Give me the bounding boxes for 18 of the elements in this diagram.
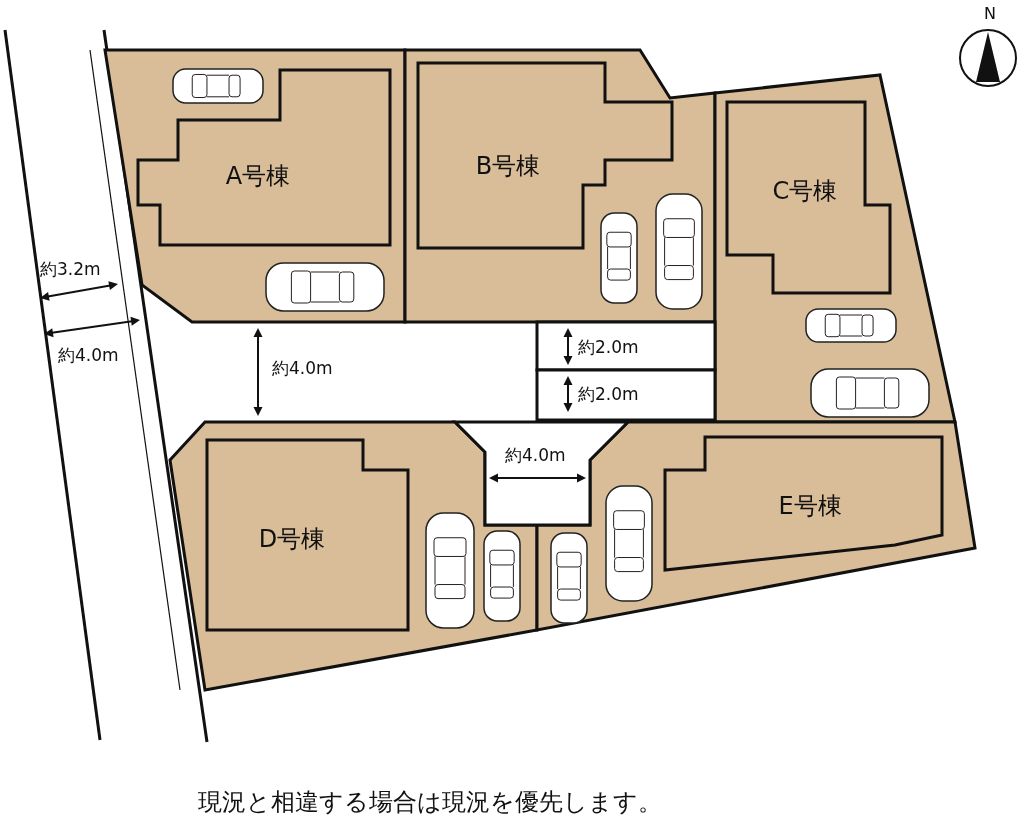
dimension-label: 約4.0m: [272, 357, 333, 380]
building-label: A号棟: [224, 161, 292, 192]
building-outline: [418, 63, 672, 248]
compass-label: N: [984, 4, 996, 23]
building-label: C号棟: [771, 176, 839, 207]
building-outline: [207, 440, 408, 630]
building-label: D号棟: [257, 524, 327, 555]
dimension-label: 約4.0m: [58, 344, 119, 367]
building-label: B号棟: [474, 151, 542, 182]
note-text: 現況と相違する場合は現況を優先します。: [198, 787, 662, 818]
dimension-label: 約3.2m: [40, 258, 101, 281]
dimension-label: 約2.0m: [578, 336, 639, 359]
dimension-label: 約4.0m: [505, 444, 566, 467]
dimension-label: 約2.0m: [578, 383, 639, 406]
building-outline: [665, 437, 942, 570]
building-label: E号棟: [777, 491, 843, 522]
building-outline: [727, 102, 890, 293]
building-outline: [138, 70, 390, 245]
